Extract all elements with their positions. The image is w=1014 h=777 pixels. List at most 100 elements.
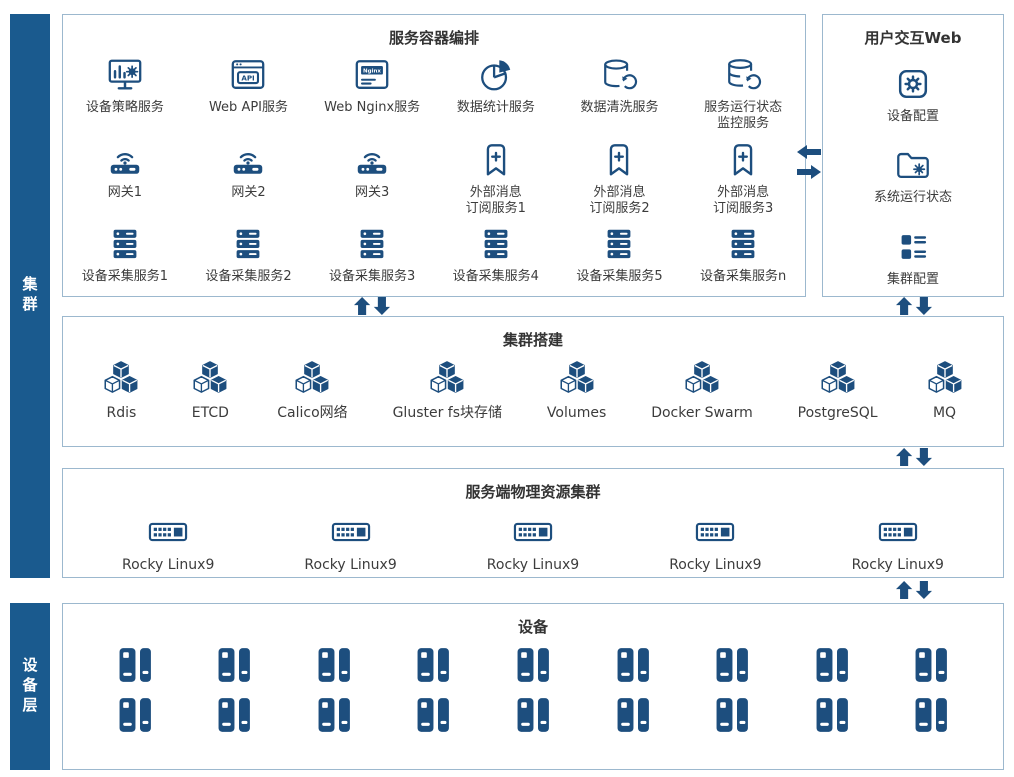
device-item	[115, 695, 155, 735]
gateway-icon	[106, 140, 144, 180]
cubes-icon	[188, 360, 232, 400]
device-item	[911, 645, 951, 685]
device-item	[115, 645, 155, 685]
server-stack-item: 设备采集服务4	[434, 224, 558, 285]
grid-config-item: 集群配置	[887, 227, 939, 288]
gateway-icon	[353, 140, 391, 180]
db-monitor-icon	[724, 55, 762, 95]
device-icon	[314, 645, 354, 685]
device-icon	[314, 695, 354, 735]
cubes-icon	[290, 360, 334, 400]
bookmark-plus-icon	[477, 140, 515, 180]
item-label: Web Nginx服务	[324, 100, 421, 115]
left-right-arrows-icon	[797, 145, 821, 179]
item-label: 设备采集服务2	[205, 269, 292, 284]
up-down-arrows-icon	[896, 581, 932, 599]
keyboard-item: Rocky Linux9	[304, 512, 397, 575]
folder-gear-icon	[894, 145, 932, 185]
device-layer-bar: 设备层	[10, 603, 50, 770]
device-icon	[911, 695, 951, 735]
device-item	[314, 695, 354, 735]
item-label: Rocky Linux9	[669, 557, 762, 573]
pie-chart-item: 数据统计服务	[434, 55, 558, 133]
device-icon	[911, 645, 951, 685]
keyboard-item: Rocky Linux9	[487, 512, 579, 575]
server-stack-item: 设备采集服务3	[310, 224, 434, 285]
server-stack-item: 设备采集服务n	[681, 224, 805, 285]
keyboard-icon	[147, 512, 189, 552]
item-label: Rocky Linux9	[304, 557, 397, 573]
device-icon	[712, 695, 752, 735]
item-label: 设备采集服务5	[576, 269, 663, 284]
item-label: 外部消息 订阅服务2	[589, 184, 650, 216]
item-label: 设备策略服务	[85, 100, 164, 115]
device-icon	[613, 645, 653, 685]
item-label: 设备采集服务1	[81, 269, 168, 284]
physical-cluster-items: Rocky Linux9 Rocky Linux9 Rocky Linux9 R…	[63, 512, 1003, 575]
item-label: 设备采集服务n	[700, 269, 787, 284]
db-clean-item: 数据清洗服务	[558, 55, 682, 133]
item-label: Docker Swarm	[651, 405, 753, 421]
server-stack-icon	[229, 224, 267, 264]
item-label: Web API服务	[208, 100, 289, 115]
device-icon	[214, 645, 254, 685]
orchestration-row-3: 设备采集服务1 设备采集服务2 设备采集服务3 设备采集服	[63, 224, 805, 285]
server-stack-icon	[353, 224, 391, 264]
device-icon	[812, 645, 852, 685]
server-stack-item: 设备采集服务1	[63, 224, 187, 285]
cubes-item: Rdis	[99, 360, 143, 423]
monitor-gear-item: 设备策略服务	[63, 55, 187, 133]
svg-text:Nginx: Nginx	[363, 68, 381, 74]
web-panel-items: 设备配置 系统运行状态 集群配置	[823, 64, 1003, 288]
device-icon	[513, 645, 553, 685]
browser-nginx-icon: Nginx	[353, 55, 391, 95]
web-panel-box: 用户交互Web 设备配置 系统运行状态 集群配置	[822, 14, 1004, 297]
device-item	[812, 695, 852, 735]
up-down-arrows-icon	[896, 297, 932, 315]
item-label: 集群配置	[886, 271, 939, 287]
item-label: Calico网络	[277, 405, 348, 421]
item-label: 外部消息 订阅服务1	[465, 184, 526, 216]
server-stack-icon	[477, 224, 515, 264]
up-down-arrows-icon	[896, 448, 932, 466]
cluster-setup-items: Rdis ETCD Calico网络 Gluster fs块存储 Volumes	[63, 360, 1003, 423]
cubes-icon	[425, 360, 469, 400]
item-label: 设备采集服务3	[329, 269, 416, 284]
device-icon	[214, 695, 254, 735]
keyboard-icon	[877, 512, 919, 552]
bookmark-plus-icon	[600, 140, 638, 180]
server-stack-icon	[724, 224, 762, 264]
cubes-item: ETCD	[188, 360, 232, 423]
keyboard-item: Rocky Linux9	[669, 512, 762, 575]
device-item	[513, 645, 553, 685]
item-label: 数据统计服务	[456, 100, 535, 115]
cubes-icon	[99, 360, 143, 400]
item-label: PostgreSQL	[797, 405, 878, 421]
orchestration-box: 服务容器编排 设备策略服务 API Web API服务 Nginx Web Ng…	[62, 14, 806, 297]
bookmark-plus-item: 外部消息 订阅服务1	[434, 140, 558, 218]
cluster-layer-bar: 集群	[10, 14, 50, 578]
device-item	[812, 645, 852, 685]
item-label: 数据清洗服务	[580, 100, 659, 115]
server-stack-icon	[106, 224, 144, 264]
gateway-icon	[229, 140, 267, 180]
cluster-setup-title: 集群搭建	[502, 331, 563, 349]
cubes-icon	[923, 360, 967, 400]
item-label: 网关2	[231, 184, 266, 200]
cubes-icon	[555, 360, 599, 400]
db-monitor-item: 服务运行状态 监控服务	[681, 55, 805, 133]
cubes-icon	[816, 360, 860, 400]
device-item	[712, 645, 752, 685]
physical-cluster-box: 服务端物理资源集群 Rocky Linux9 Rocky Linux9 Rock…	[62, 468, 1004, 578]
server-stack-item: 设备采集服务5	[558, 224, 682, 285]
browser-api-item: API Web API服务	[187, 55, 311, 133]
folder-gear-item: 系统运行状态	[874, 145, 952, 206]
item-label: 网关3	[355, 184, 390, 200]
device-icon	[413, 645, 453, 685]
gear-square-item: 设备配置	[887, 64, 939, 125]
item-label: MQ	[932, 405, 957, 421]
item-label: Rocky Linux9	[851, 557, 944, 573]
physical-cluster-title: 服务端物理资源集群	[465, 483, 601, 501]
cubes-item: PostgreSQL	[798, 360, 878, 423]
